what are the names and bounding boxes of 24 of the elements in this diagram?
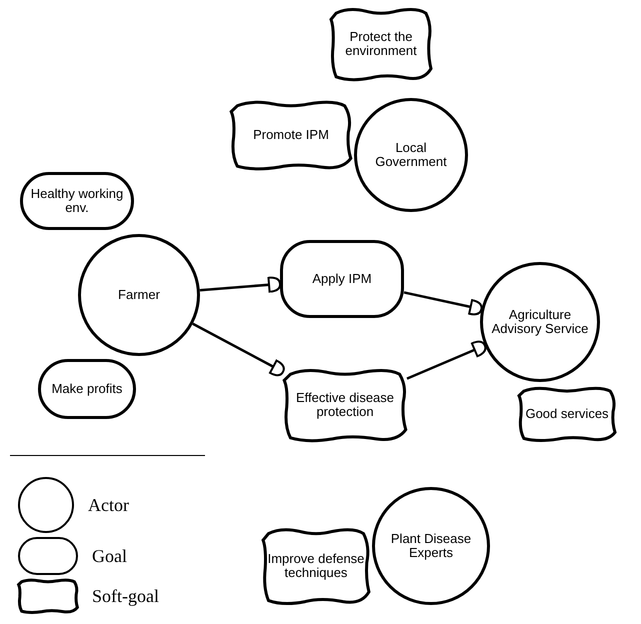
dependency-line [200,276,281,293]
node-label: Healthy working env. [30,186,124,216]
node-label: Apply IPM [312,272,372,286]
dependency-line [192,322,285,376]
goal-box [280,240,404,318]
node-label: Improve defense techniques [266,552,366,580]
legend-label: Actor [88,494,129,516]
node-label: Agriculture Advisory Service [490,308,590,336]
softgoal-shape [330,5,432,83]
softgoal-shape [518,385,616,443]
dependency-line [404,291,483,316]
node-label: Protect the environment [344,30,418,58]
node-label: Good services [525,406,609,422]
node-label: Plant Disease Experts [390,532,472,560]
softgoal-shape [230,98,352,172]
node-label: Farmer [118,288,160,302]
node-label: Promote IPM [253,128,329,142]
node-label: Local Government [374,140,448,170]
legend-label: Goal [92,546,127,566]
dependency-line [406,340,486,380]
legend-label: Soft-goal [92,586,159,606]
softgoal-shape [283,366,407,444]
node-label: Effective disease protection [294,390,396,420]
node-label: Make profits [52,382,122,396]
